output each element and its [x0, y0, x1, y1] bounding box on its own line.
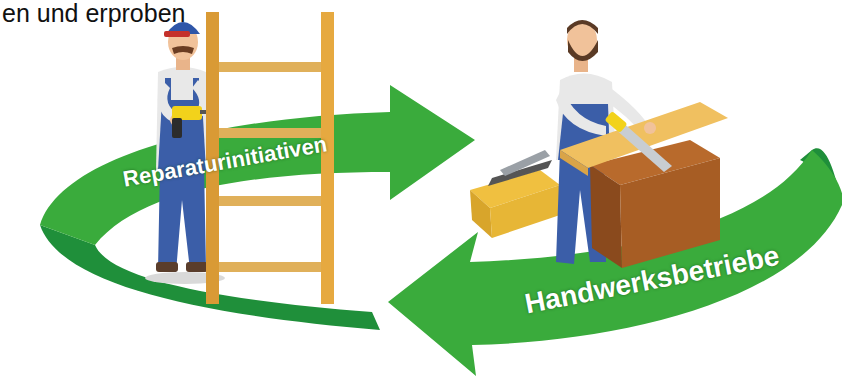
heading-fragment: en und erproben: [2, 0, 185, 26]
carpenter: [556, 20, 650, 264]
toolbox: [470, 150, 560, 238]
arrow-band: Handwerksbetriebe: [380, 130, 842, 381]
band-segment: [40, 85, 475, 245]
band-segment: [388, 150, 842, 376]
